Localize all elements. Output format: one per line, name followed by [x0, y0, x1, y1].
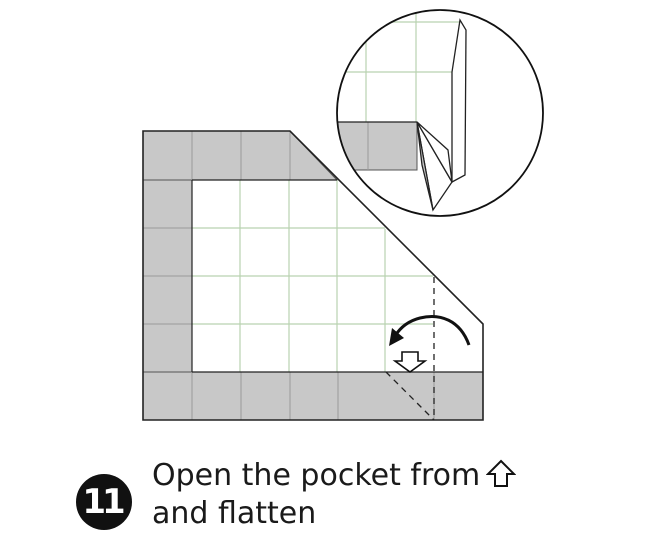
instruction-text: Open the pocket from and flatten: [152, 457, 517, 533]
step-number: 11: [82, 482, 125, 522]
instruction-line-2: and flatten: [152, 496, 317, 531]
instruction-line-1: Open the pocket from: [152, 457, 517, 495]
fold-arrow: [389, 315, 471, 346]
detail-inset: [337, 10, 543, 216]
crease-grid: [192, 180, 433, 372]
origami-diagram: [142, 9, 544, 421]
detail-inset-border: [336, 9, 544, 217]
valley-fold-lines: [385, 277, 435, 421]
step-number-badge: 11: [76, 474, 132, 530]
open-arrow-up-icon: [486, 459, 517, 487]
instruction-line-1-text: Open the pocket from: [152, 458, 481, 493]
open-pocket-arrow-icon: [392, 351, 428, 373]
